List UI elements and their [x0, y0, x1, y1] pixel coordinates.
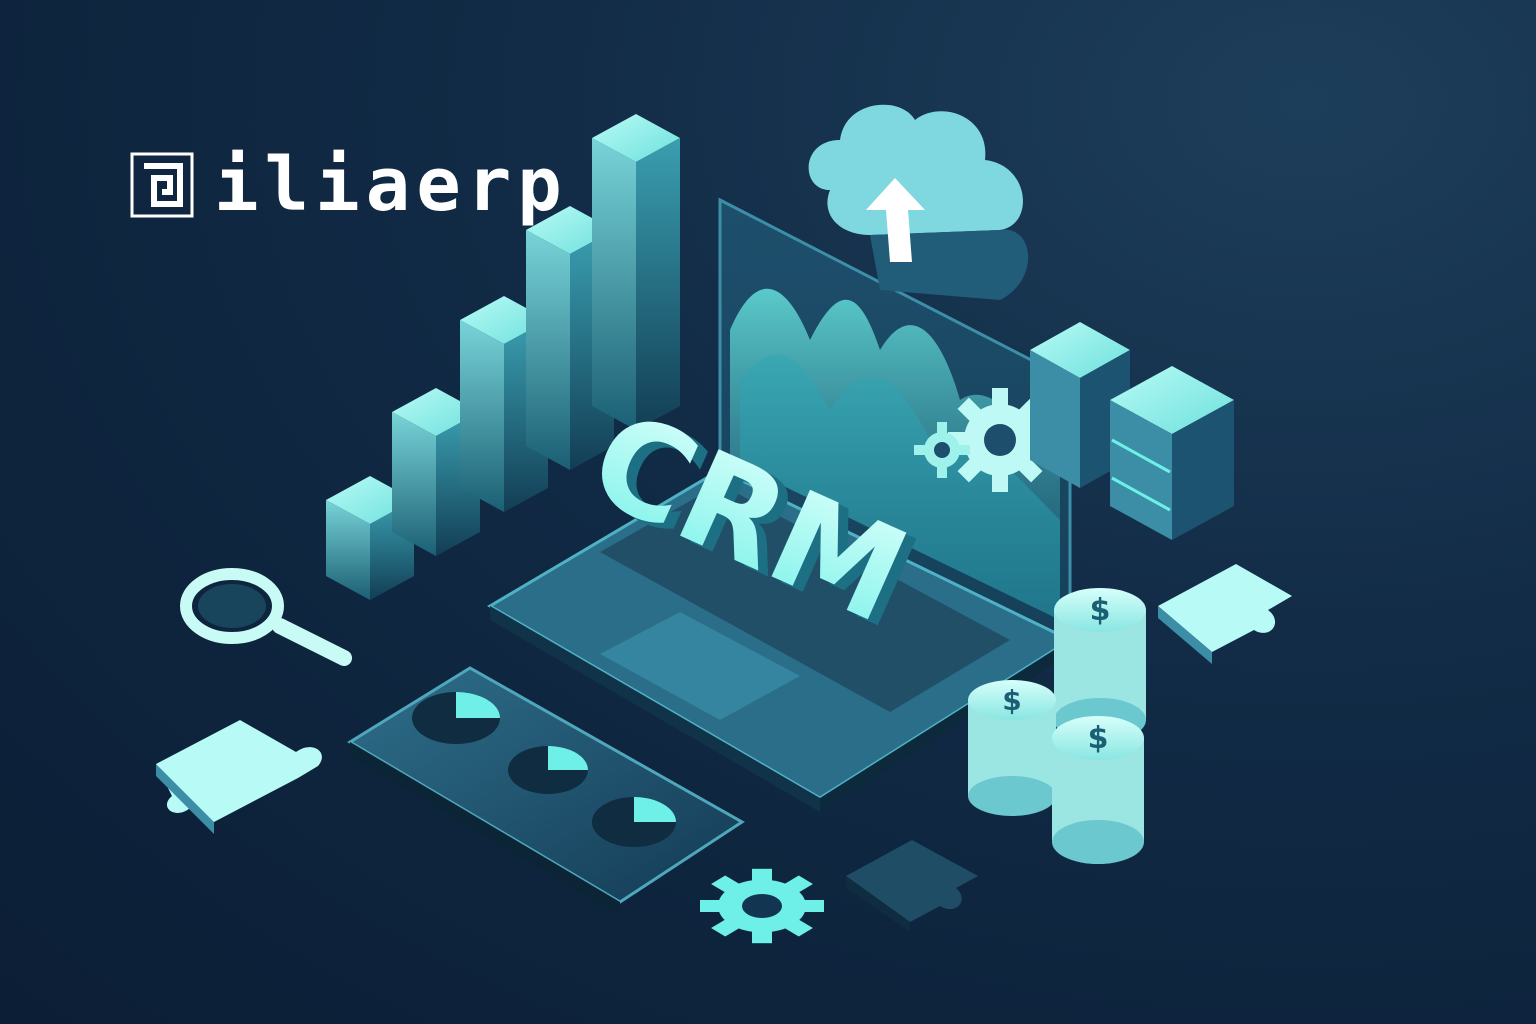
- bar-prism: [392, 388, 480, 556]
- pie-chart-icon: [508, 746, 588, 794]
- coin-symbol: $: [1090, 593, 1111, 628]
- bar-prism: [592, 114, 680, 430]
- coin-dollar-icon: $: [1052, 716, 1144, 864]
- logo-mark-icon: [130, 152, 194, 218]
- gear-icon: [700, 868, 824, 944]
- pie-chart-icon: [592, 797, 676, 847]
- magnifier-icon: [180, 568, 352, 666]
- coin-dollar-icon: $: [968, 680, 1056, 816]
- pie-panel: [347, 666, 745, 916]
- brand-logo: iliaerp: [130, 148, 568, 222]
- gear-icon: [948, 388, 1052, 492]
- pie-chart-icon: [412, 692, 500, 744]
- coin-stack: $ $ $: [968, 588, 1146, 864]
- coin-symbol: $: [1002, 684, 1021, 717]
- bar-chart-icon: [326, 114, 680, 600]
- coin-symbol: $: [1088, 721, 1109, 756]
- gear-icon: [914, 422, 970, 478]
- puzzle-piece-icon: [156, 720, 322, 834]
- server-icon: [1030, 322, 1234, 540]
- coin-dollar-icon: $: [1054, 588, 1146, 742]
- puzzle-piece-icon: [1158, 564, 1292, 664]
- brand-name: iliaerp: [214, 142, 568, 228]
- puzzle-piece-icon: [846, 840, 978, 932]
- cloud-upload-icon: [808, 104, 1029, 300]
